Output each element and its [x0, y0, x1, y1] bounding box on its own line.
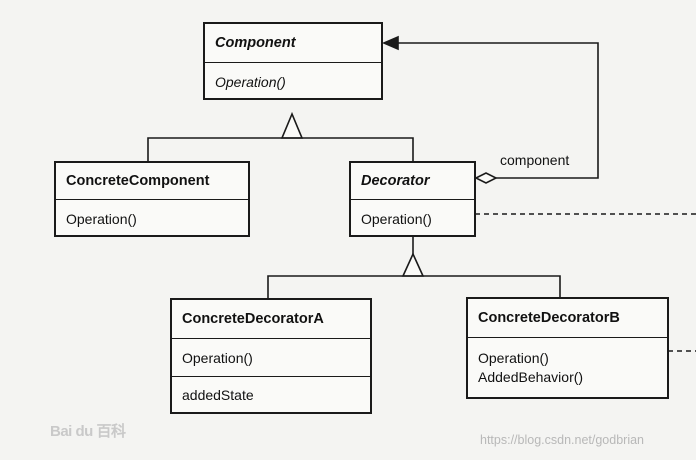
aggregation-component	[381, 35, 599, 184]
operation-decorator: Operation()	[351, 199, 474, 237]
operation-component: Operation()	[205, 62, 381, 100]
operation-concrete-component: Operation()	[56, 199, 248, 237]
inheritance-decorator	[267, 237, 561, 298]
class-name-concrete-decorator-b: ConcreteDecoratorB	[478, 310, 620, 326]
inheritance-component	[147, 111, 414, 161]
aggregation-arrowhead	[381, 35, 399, 51]
class-name-component: Component	[215, 35, 296, 51]
csdn-watermark: https://blog.csdn.net/godbrian	[480, 433, 645, 447]
class-name-concrete-decorator-a: ConcreteDecoratorA	[182, 311, 324, 327]
class-concrete-decorator-a: ConcreteDecoratorA Operation() addedStat…	[170, 298, 372, 414]
class-concrete-component: ConcreteComponent Operation()	[54, 161, 250, 237]
inheritance-branch-decorator	[267, 275, 561, 298]
operation-concrete-decorator-b: Operation()	[478, 349, 549, 366]
class-component: Component Operation()	[203, 22, 383, 100]
behavior-added-behavior: AddedBehavior()	[478, 368, 584, 385]
inheritance-branch-component	[147, 137, 414, 161]
class-name-decorator: Decorator	[361, 173, 430, 189]
attribute-added-state: addedState	[172, 376, 370, 412]
class-name-concrete-component: ConcreteComponent	[66, 173, 210, 189]
baidu-watermark: Bai du 百科	[50, 423, 126, 440]
class-concrete-decorator-b: ConcreteDecoratorB Operation() AddedBeha…	[466, 297, 669, 399]
aggregation-diamond	[474, 172, 498, 184]
inheritance-triangle-component	[280, 111, 304, 139]
aggregation-line	[396, 42, 599, 179]
class-decorator: Decorator Operation()	[349, 161, 476, 237]
association-label: component	[500, 152, 570, 168]
members-concrete-decorator-b: Operation() AddedBehavior()	[468, 337, 667, 397]
inheritance-triangle-decorator	[401, 252, 425, 277]
operation-concrete-decorator-a: Operation()	[172, 338, 370, 376]
